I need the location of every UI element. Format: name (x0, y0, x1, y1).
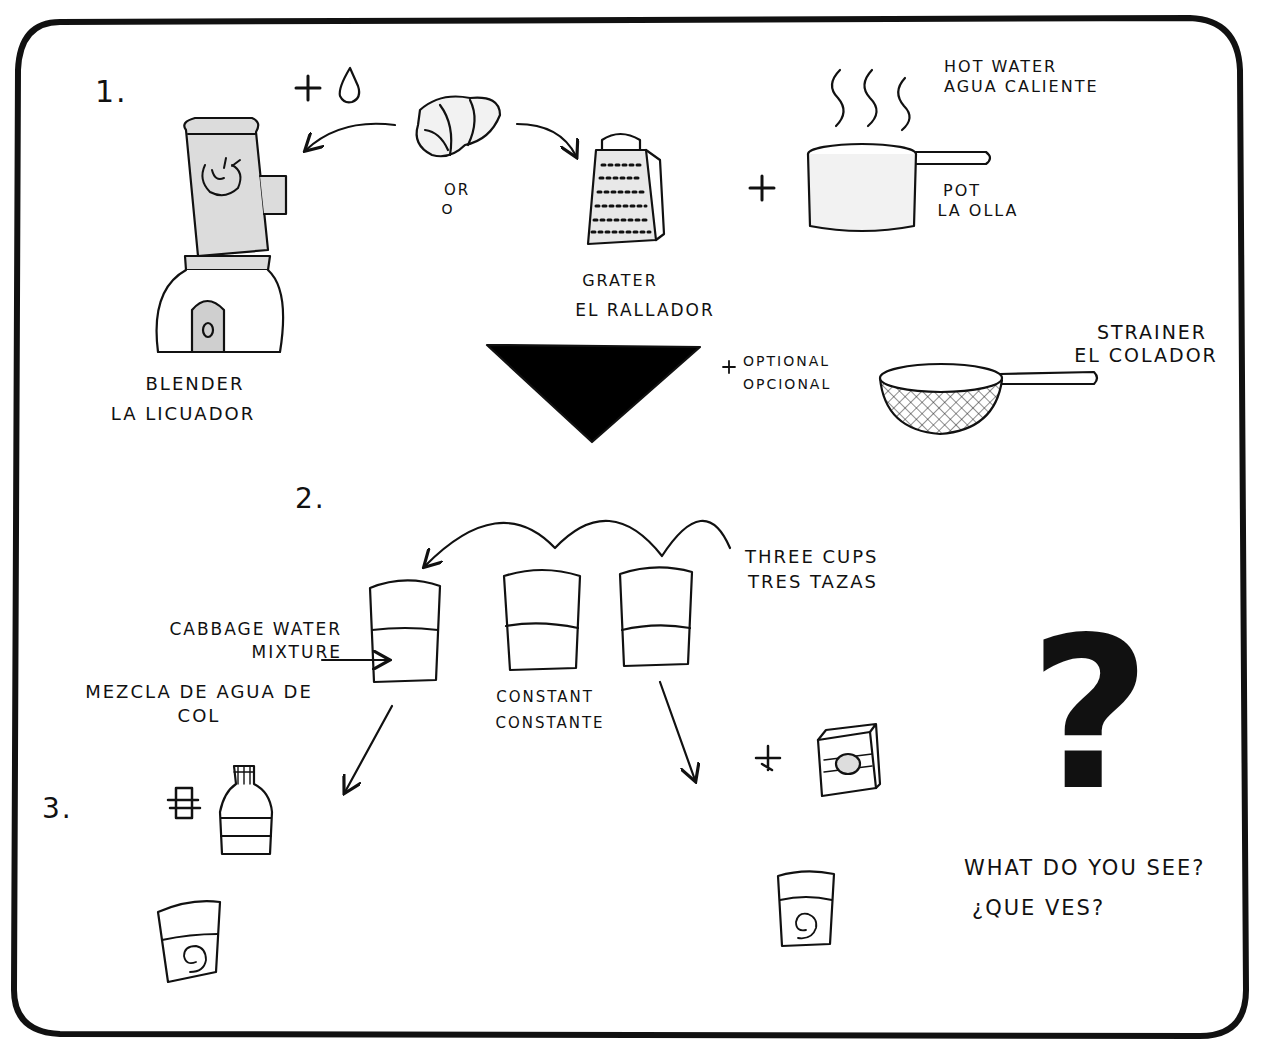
curved-arrow (306, 124, 395, 150)
step-number: 1. (95, 72, 128, 113)
steam-lines (832, 70, 910, 130)
constant-label: CONSTANT (496, 687, 594, 707)
cabbage (417, 97, 500, 157)
blender-label: LA LICUADOR (111, 402, 255, 426)
result-cup (778, 871, 834, 946)
pot-label: POT (943, 180, 981, 202)
grater (588, 134, 664, 244)
blender-label: BLENDER (146, 372, 245, 396)
plus-sign (296, 76, 320, 100)
baking-soda-box (818, 724, 880, 796)
strainer-label: STRAINER (1097, 320, 1207, 346)
result-cup (158, 901, 220, 982)
cups-label: TRES TAZAS (748, 570, 878, 594)
step-number: 3. (42, 790, 73, 828)
pot-label: LA OLLA (937, 200, 1018, 222)
optional-label: OPTIONAL (743, 352, 830, 371)
mixture-label: CABBAGE WATER MIXTURE (116, 618, 342, 664)
grater-label: GRATER (582, 270, 658, 292)
plus-sign (723, 361, 735, 373)
plus-sign (168, 788, 200, 818)
pot-label: AGUA CALIENTE (944, 76, 1099, 98)
constant-label: CONSTANTE (495, 713, 604, 733)
strainer-label: EL COLADOR (1074, 343, 1218, 369)
mixture-label: MEZCLA DE AGUA DE COL (70, 680, 328, 729)
cups-label: THREE CUPS (745, 545, 879, 569)
question-label: ¿QUE VES? (972, 894, 1105, 922)
plus-sign (756, 746, 780, 770)
down-arrow (345, 706, 392, 792)
down-triangle (487, 345, 700, 442)
curved-arrow (425, 521, 730, 566)
step-number: 2. (295, 480, 326, 518)
down-arrow (660, 682, 695, 780)
pot-label: HOT WATER (944, 56, 1057, 78)
cup (620, 567, 692, 666)
water-drop (340, 68, 359, 102)
strainer (880, 364, 1097, 434)
cup (370, 580, 440, 682)
or-label: O (441, 200, 454, 219)
plus-sign (750, 176, 774, 200)
grater-label: EL RALLADOR (575, 299, 715, 322)
frame-border (14, 18, 1246, 1036)
curved-arrow (517, 124, 576, 156)
blender (157, 118, 286, 352)
optional-label: OPCIONAL (743, 375, 831, 394)
cup (504, 570, 580, 670)
vinegar-bottle (220, 766, 272, 854)
or-label: OR (444, 180, 470, 200)
question-label: WHAT DO YOU SEE? (964, 854, 1205, 882)
question-mark: ? (1029, 610, 1151, 820)
